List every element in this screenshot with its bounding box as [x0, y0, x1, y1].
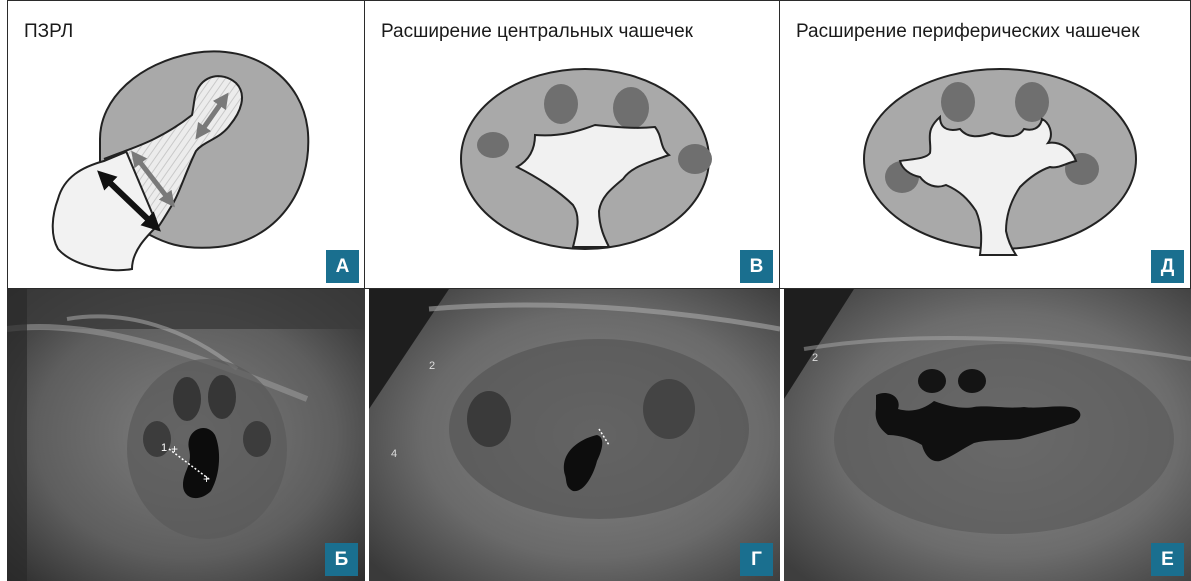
ultrasound-scan: 2: [784, 289, 1191, 581]
panel-letter-badge: Е: [1151, 543, 1184, 576]
svg-text:+: +: [171, 442, 178, 456]
depth-mark: 2: [429, 360, 435, 372]
calyx-dark: [1015, 82, 1049, 122]
panel-a-diagram: ПЗРЛ А: [7, 0, 365, 289]
calyx-dark: [613, 87, 649, 129]
peripheral-calyces-dilation-diagram: [780, 1, 1191, 289]
svg-text:+: +: [203, 472, 210, 486]
panel-letter-badge: В: [740, 250, 773, 283]
ultrasound-image-1: 1 + + Б: [7, 289, 365, 581]
depth-mark: 4: [391, 448, 397, 460]
ureteropelvic-junction-obstruction-diagram: [8, 1, 365, 289]
central-calyces-dilation-diagram: [365, 1, 780, 289]
calyx-dark: [477, 132, 509, 158]
panel-letter-badge: Д: [1151, 250, 1184, 283]
calyx-dark: [678, 144, 712, 174]
panel-letter-badge: Б: [325, 543, 358, 576]
ultrasound-image-3: 2 Е: [784, 289, 1191, 581]
panel-letter-badge: А: [326, 250, 359, 283]
caliper-label: 1: [161, 442, 167, 454]
depth-mark: 2: [812, 352, 818, 364]
ultrasound-image-2: 2 4 Г: [369, 289, 780, 581]
calyx-dark: [544, 84, 578, 124]
ultrasound-scan: 1 + +: [7, 289, 365, 581]
calyx-dark: [941, 82, 975, 122]
panel-letter-badge: Г: [740, 543, 773, 576]
ultrasound-scan: 2 4: [369, 289, 780, 581]
panel-b-diagram: Расширение центральных чашечек В: [364, 0, 780, 289]
panel-d-diagram: Расширение периферических чашечек Д: [779, 0, 1191, 289]
